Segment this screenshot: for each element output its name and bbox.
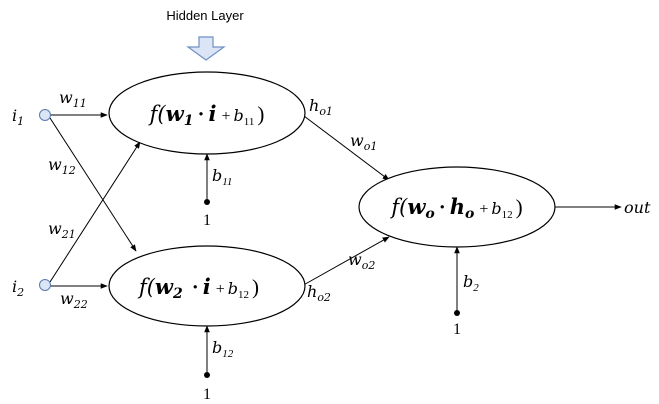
- input-label-i1: i1: [12, 106, 24, 128]
- weight-label-w21: w21: [48, 219, 76, 241]
- weight-label-wo1: wo1: [350, 131, 377, 153]
- hidden-output-label-ho2: ho2: [307, 282, 331, 304]
- bias-one-o: 1: [453, 321, 461, 338]
- bias-dot-h2: [204, 372, 210, 378]
- output-neuron-formula: f(wo·ho+b12): [389, 194, 522, 222]
- edge-h1-o: [299, 112, 390, 181]
- weight-label-w12: w12: [48, 155, 76, 177]
- bias-one-h2: 1: [203, 386, 211, 403]
- weight-label-w22: w22: [60, 289, 88, 311]
- edge-i2-h1: [49, 141, 141, 283]
- hidden-neuron-1-formula: f(w1·i+b11): [148, 101, 265, 129]
- hidden-neuron-2: [108, 245, 306, 327]
- bias-label-b11: b11: [212, 166, 232, 188]
- hidden-layer-label: Hidden Layer: [166, 8, 244, 23]
- input-label-i2: i2: [12, 277, 24, 299]
- output-label: out: [624, 198, 651, 217]
- hidden-output-label-ho1: ho1: [309, 96, 333, 118]
- edge-h2-o: [299, 236, 390, 288]
- bias-label-b12: b12: [212, 338, 234, 360]
- bias-label-b2: b2: [463, 272, 479, 294]
- hidden-neuron-2-formula: f(w2·i+b12): [137, 274, 259, 302]
- bias-dot-h1: [204, 199, 210, 205]
- bias-dot-o: [454, 310, 460, 316]
- input-node-i2: [39, 279, 51, 291]
- input-node-i1: [39, 109, 51, 121]
- hidden-layer-down-arrow-icon: [186, 36, 226, 61]
- hidden-neuron-1: [108, 71, 306, 155]
- bias-one-h1: 1: [203, 212, 211, 229]
- weight-label-w11: w11: [59, 88, 87, 110]
- weight-label-wo2: wo2: [348, 250, 375, 272]
- output-neuron: [358, 166, 556, 248]
- edge-i1-h2: [49, 117, 137, 252]
